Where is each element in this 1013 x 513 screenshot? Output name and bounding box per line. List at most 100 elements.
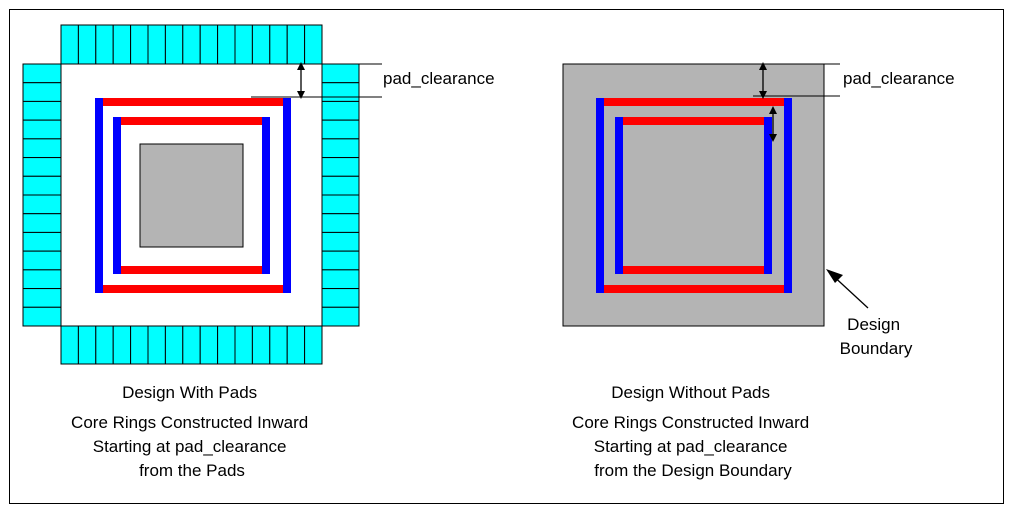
io-pad-left [22, 213, 62, 233]
left-caption-line-2: Core Rings Constructed Inward [71, 413, 308, 432]
io-pad-right [321, 119, 360, 140]
left-caption-line-4: from the Pads [139, 461, 245, 480]
io-pad-top [164, 24, 184, 65]
inner-ring-right-blue [262, 117, 270, 274]
io-pad-top [182, 24, 201, 65]
outer-ring-top-red [596, 98, 792, 106]
outer-ring-right-blue [283, 98, 291, 293]
design-boundary-label-line-2: Boundary [840, 339, 913, 358]
io-pad-bottom [199, 325, 219, 365]
io-pad-right [321, 306, 360, 327]
io-pad-right [321, 82, 360, 102]
io-pad-left [22, 63, 62, 84]
inner-core-ring [615, 117, 772, 274]
outer-core-ring [95, 98, 291, 293]
io-pad-right [321, 250, 360, 271]
design-boundary [562, 63, 825, 327]
left-caption: Design With Pads Core Rings Constructed … [71, 383, 313, 480]
left-caption-line-3: Starting at pad_clearance [93, 437, 287, 456]
io-pad-right [321, 100, 360, 121]
io-pad-top [95, 24, 114, 65]
outer-ring-bottom-red [596, 285, 792, 293]
right-caption-line-4: from the Design Boundary [594, 461, 792, 480]
io-pad-right [321, 269, 360, 290]
io-pad-bottom [60, 325, 79, 365]
design-boundary-label: Design Boundary [840, 315, 913, 358]
right-diagram: pad_clearance Design Boundary Design Wit… [562, 62, 955, 480]
io-pad-top [60, 24, 79, 65]
io-pad-left [22, 269, 62, 290]
right-caption-line-2: Core Rings Constructed Inward [572, 413, 809, 432]
outer-ring-top-red [95, 98, 291, 106]
io-pad-right [321, 288, 360, 308]
io-pad-bottom [95, 325, 114, 365]
outer-ring-left-blue [596, 98, 604, 293]
io-pad-top [234, 24, 253, 65]
io-pad-ring [22, 24, 360, 365]
io-pad-top [112, 24, 132, 65]
right-caption-line-3: Starting at pad_clearance [594, 437, 788, 456]
inner-ring-top-red [113, 117, 270, 125]
io-pad-bottom [164, 325, 184, 365]
inner-ring-left-blue [113, 117, 121, 274]
inner-ring-bottom-red [113, 266, 270, 274]
io-pad-right [321, 157, 360, 177]
outer-core-ring [596, 98, 792, 293]
io-pad-left [22, 288, 62, 308]
io-pad-bottom [304, 325, 323, 365]
figure-frame [9, 9, 1004, 504]
io-pad-left [22, 138, 62, 159]
io-pad-left [22, 100, 62, 121]
io-pad-bottom [217, 325, 236, 365]
io-pad-bottom [234, 325, 253, 365]
io-pad-right [321, 231, 360, 252]
pad-clearance-label: pad_clearance [843, 69, 955, 88]
right-caption-line-1: Design Without Pads [611, 383, 770, 402]
right-caption: Design Without Pads Core Rings Construct… [572, 383, 814, 480]
io-pad-top [77, 24, 97, 65]
io-pad-right [321, 175, 360, 196]
io-pad-left [22, 194, 62, 215]
io-pad-left [22, 82, 62, 102]
io-pad-top [304, 24, 323, 65]
outer-ring-right-blue [784, 98, 792, 293]
io-pad-left [22, 231, 62, 252]
outer-ring-bottom-red [95, 285, 291, 293]
io-pad-left [22, 119, 62, 140]
io-pad-left [22, 250, 62, 271]
io-pad-bottom [286, 325, 306, 365]
io-pad-bottom [112, 325, 132, 365]
io-pad-right [321, 138, 360, 159]
design-boundary-label-line-1: Design [847, 315, 900, 334]
io-pad-bottom [77, 325, 97, 365]
inner-ring-right-blue [764, 117, 772, 274]
io-pad-bottom [130, 325, 149, 365]
io-pad-bottom [269, 325, 288, 365]
left-diagram: pad_clearance Design With Pads Core Ring… [22, 24, 495, 480]
io-pad-left [22, 175, 62, 196]
pad-clearance-label: pad_clearance [383, 69, 495, 88]
io-pad-top [251, 24, 271, 65]
io-pad-right [321, 213, 360, 233]
io-pad-top [269, 24, 288, 65]
io-pad-top [217, 24, 236, 65]
io-pad-bottom [147, 325, 166, 365]
io-pad-left [22, 306, 62, 327]
core-block [139, 143, 244, 248]
io-pad-top [147, 24, 166, 65]
inner-ring-top-red [615, 117, 772, 125]
io-pad-top [130, 24, 149, 65]
io-pad-bottom [182, 325, 201, 365]
io-pad-right [321, 63, 360, 84]
io-pad-right [321, 194, 360, 215]
io-pad-left [22, 157, 62, 177]
inner-core-ring [113, 117, 270, 274]
io-pad-top [199, 24, 219, 65]
left-caption-line-1: Design With Pads [122, 383, 257, 402]
outer-ring-left-blue [95, 98, 103, 293]
io-pad-top [286, 24, 306, 65]
inner-ring-left-blue [615, 117, 623, 274]
inner-ring-bottom-red [615, 266, 772, 274]
io-pad-bottom [251, 325, 271, 365]
